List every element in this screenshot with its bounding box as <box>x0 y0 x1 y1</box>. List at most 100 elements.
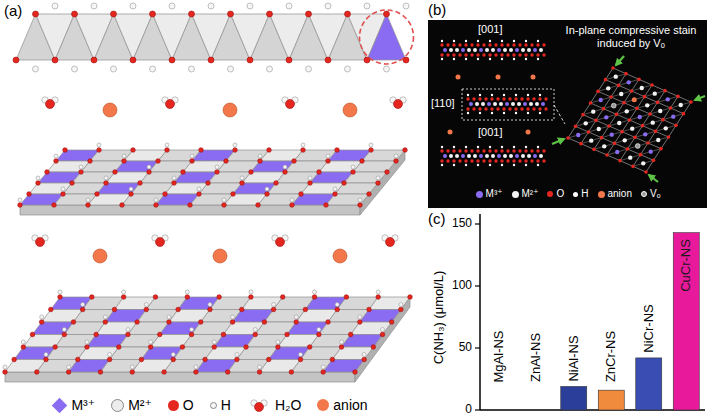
lattice-line <box>602 132 623 138</box>
oxygen-atom <box>249 295 254 300</box>
hydrogen-atom <box>321 365 325 369</box>
legend-item: H₂O <box>247 397 301 413</box>
legend-swatch-dot <box>168 400 179 411</box>
oxygen-atom <box>303 307 308 312</box>
oxygen-atom <box>458 149 461 152</box>
lattice-line <box>633 160 654 166</box>
hydrogen-atom <box>54 154 58 158</box>
oxygen-atom <box>452 43 455 46</box>
oxygen-atom <box>181 170 186 175</box>
oxygen-atom <box>472 107 475 110</box>
oxygen-atom <box>663 89 667 93</box>
metal-atom <box>666 97 670 101</box>
oxygen-atom <box>506 53 509 56</box>
oxygen-atom <box>294 320 299 325</box>
bar <box>673 233 699 410</box>
anion-ball <box>213 249 227 263</box>
lattice-line <box>656 125 677 131</box>
oxygen-atom <box>508 97 511 100</box>
oxygen-atom <box>267 11 273 17</box>
hydrogen-atom <box>276 340 280 344</box>
oxygen-atom <box>299 192 304 197</box>
metal-atom <box>517 102 521 106</box>
hydrogen-atom <box>465 40 467 42</box>
hydrogen-atom <box>240 176 244 180</box>
lattice-line <box>568 138 646 172</box>
oxygen-atom <box>482 159 485 162</box>
metal-atom <box>658 109 662 113</box>
metal-atom <box>602 144 606 148</box>
hydrogen-atom <box>477 146 479 148</box>
metal-atom <box>640 86 644 90</box>
oxygen-atom <box>478 107 481 110</box>
lattice-line <box>633 96 678 166</box>
hydrogen-atom <box>52 3 58 9</box>
oxygen-atom <box>476 53 479 56</box>
oxygen-atom <box>53 345 58 350</box>
metal-atom <box>479 154 483 158</box>
hydrogen-atom <box>253 328 257 332</box>
oxygen-atom <box>46 100 55 109</box>
hydrogen-atom <box>537 40 539 42</box>
hydrogen-atom <box>301 143 305 147</box>
octahedron <box>326 194 369 205</box>
metal-atom <box>535 102 539 106</box>
metal-atom <box>638 115 642 119</box>
hydrogen-atom <box>403 3 409 9</box>
oxygen-atom <box>247 57 253 63</box>
hydrogen-atom <box>126 328 130 332</box>
oxygen-atom <box>162 370 167 375</box>
hydrogen-atom <box>333 187 337 191</box>
oxygen-atom <box>526 97 529 100</box>
oxygen-atom <box>500 149 503 152</box>
oxygen-atom <box>358 203 363 208</box>
lattice-line <box>596 114 617 120</box>
metal-atom <box>643 132 647 136</box>
oxygen-atom <box>500 159 503 162</box>
anion-ball <box>632 97 637 102</box>
oxygen-atom <box>54 159 59 164</box>
hydrogen-atom <box>67 365 71 369</box>
oxygen-atom <box>104 181 109 186</box>
hydrogen-atom <box>267 66 273 72</box>
lattice-line <box>635 131 656 137</box>
lattice-line <box>663 114 684 120</box>
metal-atom <box>576 133 580 137</box>
hydrogen-atom <box>539 112 541 114</box>
oxygen-atom <box>224 159 229 164</box>
lattice-line <box>641 149 662 155</box>
hydrogen-atom <box>513 58 515 60</box>
legend-swatch-dot <box>598 191 605 198</box>
hydrogen-atom <box>503 94 505 96</box>
hydrogen-atom <box>394 154 398 158</box>
oxygen-atom <box>342 181 347 186</box>
oxygen-atom <box>235 357 240 362</box>
oxygen-atom <box>256 203 261 208</box>
hydrogen-atom <box>477 40 479 42</box>
hydrogen-atom <box>33 66 39 72</box>
oxygen-atom <box>286 100 295 109</box>
oxygen-atom <box>520 107 523 110</box>
vacancy <box>611 103 616 108</box>
oxygen-atom <box>163 192 168 197</box>
hydrogen-atom <box>265 187 269 191</box>
metal-atom <box>539 48 543 52</box>
oxygen-atom <box>148 345 153 350</box>
oxygen-atom <box>58 295 63 300</box>
hydrogen-atom <box>441 40 443 42</box>
lattice-line <box>609 120 630 126</box>
oxygen-atom <box>581 113 585 117</box>
panel-letter: (c) <box>428 210 446 227</box>
oxygen-atom <box>107 357 112 362</box>
lattice-line <box>583 115 661 149</box>
oxygen-atom <box>351 170 356 175</box>
oxygen-atom <box>482 43 485 46</box>
hydrogen-atom <box>122 154 126 158</box>
hydrogen-atom <box>513 164 515 166</box>
hydrogen-atom <box>376 176 380 180</box>
hydrogen-atom <box>527 94 529 96</box>
hydrogen-atom <box>477 58 479 60</box>
oxygen-atom <box>446 43 449 46</box>
metal-atom <box>449 48 453 52</box>
lattice-line <box>645 91 666 97</box>
